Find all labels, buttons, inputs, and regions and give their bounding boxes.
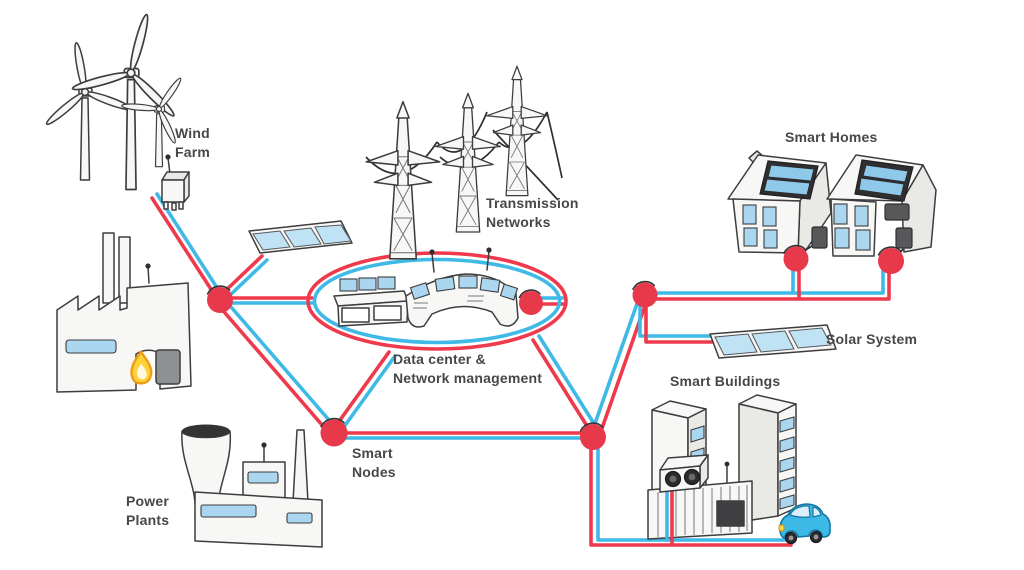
smart-nodes-label: Smart Nodes bbox=[352, 445, 396, 480]
edge-junction-smartnode-red bbox=[217, 304, 331, 435]
generator-unit bbox=[659, 454, 709, 493]
node-outline bbox=[206, 285, 231, 295]
monitor-desk bbox=[333, 276, 409, 327]
smart-buildings bbox=[647, 394, 831, 547]
edge-buildings-ev-red bbox=[589, 447, 793, 547]
solar-system-panel bbox=[709, 324, 837, 359]
smart-node-smart-home-2-node bbox=[878, 248, 904, 274]
office-tower-right bbox=[738, 394, 797, 523]
data-center-ring-red bbox=[306, 251, 568, 351]
node-outline bbox=[877, 246, 902, 256]
smart-node-smart-home-1-node bbox=[783, 246, 809, 272]
data-center-consoles bbox=[333, 247, 519, 328]
smart-nodes-layer bbox=[206, 244, 904, 450]
edge-junction-smartnode-blue bbox=[223, 298, 337, 429]
control-console bbox=[405, 247, 519, 328]
edge-wind-red bbox=[150, 196, 218, 299]
edge-buildings-hub-blue bbox=[590, 296, 641, 434]
smart-node-distribution-hub bbox=[632, 282, 658, 308]
transmission-networks-label: Transmission Networks bbox=[486, 195, 579, 230]
edge-hub-solar-blue bbox=[638, 301, 714, 338]
cooling-tower-top bbox=[182, 424, 230, 438]
chimney bbox=[102, 232, 115, 304]
smart-home-2 bbox=[826, 154, 937, 260]
chimney bbox=[118, 236, 131, 304]
edge-ring-buildings-red bbox=[531, 338, 594, 436]
solar-panel-left bbox=[248, 220, 353, 254]
edge-smartnode-ring-blue bbox=[339, 354, 397, 433]
solar-system-label: Solar System bbox=[826, 331, 918, 347]
smart-buildings-label: Smart Buildings bbox=[670, 373, 781, 389]
wind-farm bbox=[45, 13, 190, 211]
smart-homes bbox=[727, 150, 937, 260]
smart-node-smart-buildings-node bbox=[580, 424, 606, 450]
power-plants-label: Power Plants bbox=[126, 493, 170, 528]
wind-turbine-icon bbox=[45, 42, 133, 181]
headlight bbox=[778, 524, 785, 532]
warehouse-door bbox=[716, 500, 745, 527]
pylon-icon bbox=[434, 92, 502, 233]
smart-homes-label: Smart Homes bbox=[785, 129, 878, 145]
data-center-label: Data center & Network management bbox=[393, 351, 543, 386]
fossil-plant bbox=[56, 232, 192, 393]
node-outline bbox=[579, 422, 604, 432]
thin-chimney bbox=[292, 429, 309, 503]
edge-buildings-ev-blue bbox=[596, 447, 788, 542]
flame-icon bbox=[130, 350, 153, 385]
edge-smartnode-ring-red bbox=[333, 350, 391, 429]
wind-farm-label: Wind Farm bbox=[175, 125, 211, 160]
heat-pump-box bbox=[884, 203, 910, 221]
warehouse bbox=[647, 461, 753, 540]
node-outline bbox=[320, 417, 345, 428]
smart-node-smart-node bbox=[320, 419, 348, 447]
pylon-icon bbox=[486, 65, 548, 197]
nuclear-plant bbox=[181, 424, 323, 548]
edge-ring-buildings-blue bbox=[537, 334, 600, 432]
heat-pump-box bbox=[811, 226, 828, 249]
pylon-icon bbox=[365, 100, 441, 260]
edge-hub-homes-red bbox=[653, 262, 891, 301]
smart-node-data-center-node bbox=[519, 291, 543, 315]
fuel-bin bbox=[155, 349, 181, 385]
connection-lines bbox=[150, 192, 891, 547]
transmission-towers bbox=[365, 65, 563, 260]
transformer-box-icon bbox=[161, 154, 190, 211]
edge-wind-blue bbox=[155, 192, 223, 296]
data-center-ring-blue bbox=[312, 257, 562, 345]
heat-pump-box bbox=[895, 227, 913, 249]
edge-hub-homes-blue bbox=[653, 262, 885, 295]
edge-solar-left-red bbox=[220, 254, 264, 296]
smart-home-1 bbox=[727, 150, 832, 255]
edge-hub-solar-red bbox=[644, 301, 714, 344]
factory-window bbox=[65, 339, 117, 354]
node-outline bbox=[783, 244, 807, 254]
electric-car-icon bbox=[778, 503, 831, 545]
smart-node-power-junction bbox=[207, 287, 233, 313]
edge-solar-left-blue bbox=[225, 258, 269, 300]
wind-turbine-icon bbox=[121, 77, 182, 168]
node-outline bbox=[518, 289, 541, 299]
node-outline bbox=[632, 280, 656, 290]
